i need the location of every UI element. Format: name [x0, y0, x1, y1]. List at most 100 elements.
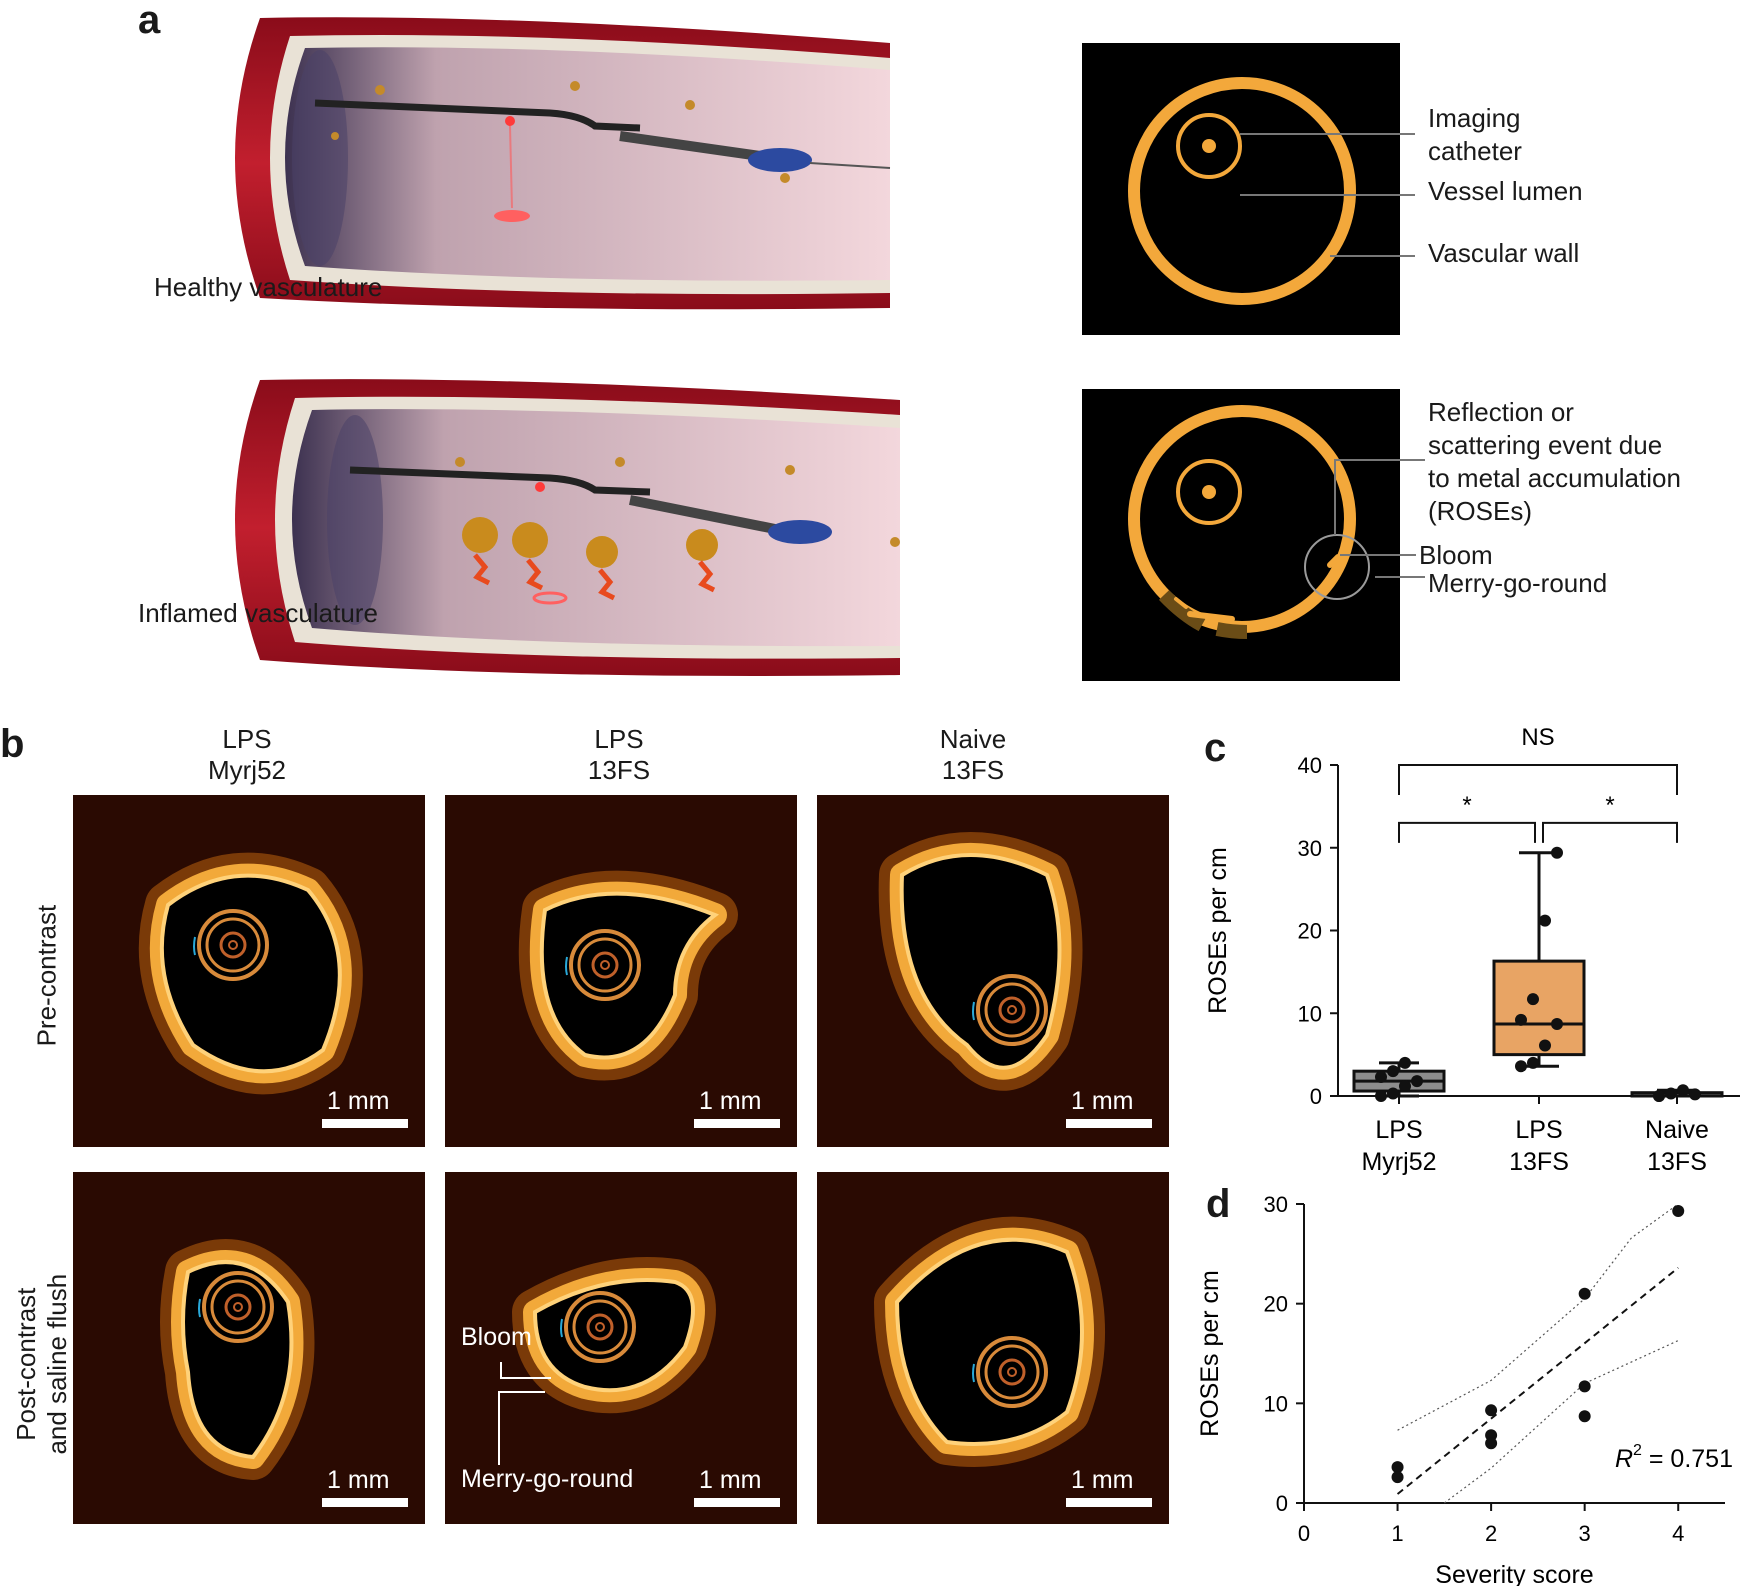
- catheter-ring-inner: [998, 996, 1026, 1024]
- y-tick-label: 20: [1298, 919, 1322, 944]
- vessel-lumen: [894, 1237, 1084, 1446]
- data-point: [1539, 914, 1551, 927]
- catheter-ring-outer: [976, 1336, 1048, 1408]
- y-tick-label: 10: [1298, 1001, 1322, 1026]
- scale-bar-r1c2: [694, 1119, 780, 1128]
- significance-label: *: [1605, 792, 1614, 819]
- row1-label: Pre-contrast: [31, 904, 62, 1047]
- data-point: [1653, 1090, 1665, 1102]
- schematic-healthy: [1082, 43, 1400, 335]
- data-point: [1485, 1437, 1498, 1450]
- y-tick-label: 30: [1298, 836, 1322, 861]
- y-axis-label: ROSEs per cm: [1204, 847, 1232, 1014]
- data-point: [1665, 1087, 1677, 1100]
- catheter-ring-outer: [197, 909, 269, 981]
- oct-image-r2c1: [73, 1172, 425, 1524]
- data-point: [1411, 1075, 1423, 1088]
- guidewire-shadow: [972, 1363, 975, 1383]
- significance-bracket: [1542, 821, 1678, 843]
- r-squared-annotation: R2 = 0.751: [1615, 1442, 1733, 1473]
- data-point: [1375, 1070, 1387, 1083]
- schematic-top-leader-lines: [1240, 133, 1415, 257]
- catheter-core: [1007, 1367, 1017, 1377]
- significance-label: NS: [1521, 724, 1554, 751]
- scale-label-r1c1: 1 mm: [327, 1087, 390, 1115]
- x-tick-label: Naive: [1645, 1116, 1709, 1144]
- data-point: [1551, 1018, 1563, 1031]
- data-point: [1387, 1087, 1399, 1100]
- x-tick-label: LPS: [1515, 1116, 1562, 1144]
- scale-label-r1c3: 1 mm: [1071, 1087, 1134, 1115]
- y-tick-label: 0: [1310, 1084, 1322, 1109]
- data-point: [1515, 1013, 1527, 1026]
- catheter-ring-inner: [591, 951, 619, 979]
- guidewire-shadow: [198, 1298, 201, 1318]
- data-point: [1539, 1039, 1551, 1052]
- catheter-ring-outer: [564, 1291, 636, 1363]
- x-tick-label: 0: [1298, 1521, 1310, 1546]
- data-point: [1551, 846, 1563, 859]
- catheter-ring-middle: [210, 1279, 266, 1335]
- bloom-schematic-label: Bloom: [1419, 540, 1493, 570]
- y-tick-label: 40: [1298, 753, 1322, 778]
- scale-bar-r2c2: [694, 1498, 780, 1507]
- row2-line1: Post-contrast: [10, 1287, 41, 1441]
- roses-label-2: scattering event due: [1428, 430, 1663, 460]
- data-point: [1485, 1404, 1498, 1417]
- significance-bracket: [1398, 764, 1678, 795]
- catheter-ring-inner: [219, 931, 247, 959]
- y-tick-label: 0: [1276, 1491, 1288, 1516]
- data-point: [1515, 1060, 1527, 1073]
- oct-scan-svg: [817, 795, 1169, 1147]
- col3-line2: 13FS: [941, 755, 1005, 786]
- data-point: [1399, 1080, 1411, 1093]
- inflamed-vessel-illustration: [220, 370, 910, 685]
- vessel-lumen-label: Vessel lumen: [1428, 176, 1583, 206]
- scale-bar-r1c3: [1066, 1119, 1152, 1128]
- panel-b-label: b: [0, 722, 25, 766]
- panel-d-label: d: [1206, 1182, 1231, 1226]
- data-point: [1387, 1065, 1399, 1078]
- row2-label: Post-contrast and saline flush: [11, 1234, 73, 1494]
- oct-scan-svg: [445, 795, 797, 1147]
- catheter-core: [1007, 1005, 1017, 1015]
- x-tick-label: 13FS: [1647, 1148, 1707, 1176]
- vascular-wall-label: Vascular wall: [1428, 238, 1580, 268]
- guidewire-shadow: [560, 1318, 563, 1338]
- col2-header: LPS 13FS: [544, 724, 694, 786]
- x-tick-label: 13FS: [1509, 1148, 1569, 1176]
- x-tick-label: LPS: [1375, 1116, 1422, 1144]
- catheter-ring-middle: [984, 1344, 1040, 1400]
- col1-line1: LPS: [222, 724, 272, 754]
- data-point: [1399, 1056, 1411, 1069]
- catheter-core: [595, 1322, 605, 1332]
- catheter-ring-middle: [205, 917, 261, 973]
- catheter-ring-inner: [224, 1293, 252, 1321]
- catheter-ring-middle: [577, 937, 633, 993]
- oct-scan-svg: [817, 1172, 1169, 1524]
- row2-line2: and saline flush: [42, 1273, 72, 1455]
- col3-header: Naive 13FS: [898, 724, 1048, 786]
- data-point: [1578, 1410, 1591, 1423]
- x-tick-label: 3: [1579, 1521, 1591, 1546]
- bloom-merry-leader-lines: [498, 1362, 551, 1465]
- oct-scan-svg: [445, 1172, 797, 1524]
- roses-label-4: (ROSEs): [1428, 496, 1532, 526]
- x-axis-label: Severity score: [1435, 1561, 1593, 1586]
- col2-line2: 13FS: [587, 755, 651, 786]
- col3-line1: Naive: [939, 724, 1007, 754]
- data-point: [1527, 993, 1539, 1006]
- y-tick-label: 30: [1264, 1192, 1288, 1217]
- panel-c-label: c: [1204, 726, 1227, 770]
- x-tick-label: 1: [1391, 1521, 1403, 1546]
- catheter-ring-outer: [202, 1271, 274, 1343]
- ci-upper-curve: [1397, 1203, 1679, 1431]
- healthy-caption: Healthy vasculature: [154, 272, 383, 302]
- oct-scan-svg: [73, 1172, 425, 1524]
- catheter-ring-middle: [572, 1299, 628, 1355]
- data-point: [1527, 1056, 1539, 1069]
- data-point: [1375, 1090, 1387, 1102]
- catheter-ring-middle: [984, 982, 1040, 1038]
- y-axis-label: ROSEs per cm: [1196, 1270, 1224, 1437]
